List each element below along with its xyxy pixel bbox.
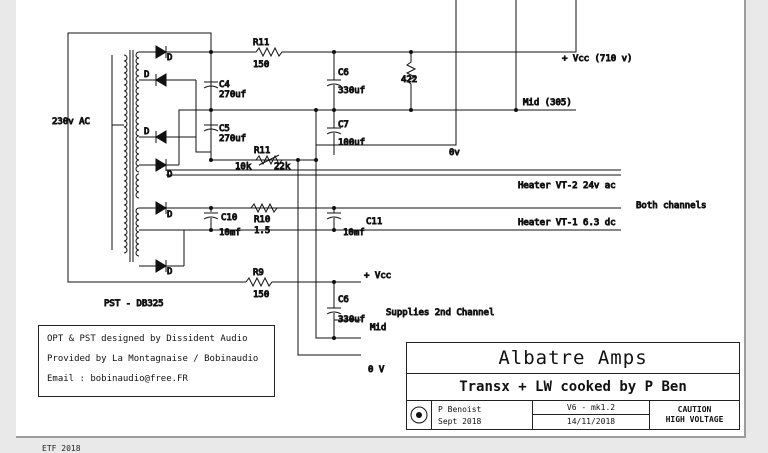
- title-block-logo-cell: [407, 401, 432, 429]
- c4-ref: C4: [219, 80, 230, 90]
- zero-v-return-wire: [315, 0, 457, 155]
- r10-ref: R10: [254, 215, 270, 225]
- capacitor-c6-bottom: [326, 282, 342, 338]
- supplies-2nd-label: Supplies 2nd Channel: [386, 308, 494, 318]
- resistor-r9: [245, 276, 361, 288]
- caution-text: CAUTION: [677, 405, 712, 414]
- r11-mid-value-a: 10k: [235, 162, 252, 172]
- author-text: P Benoist: [438, 405, 482, 414]
- c5-ref: C5: [219, 124, 230, 134]
- zero-v-label: 0 V: [368, 365, 385, 375]
- r10-value: 1.5: [254, 226, 270, 236]
- r11-mid-ref: R11: [254, 146, 270, 156]
- title-block-subtitle: Transx + LW cooked by P Ben: [407, 374, 739, 401]
- author-date-text: Sept 2018: [438, 417, 482, 426]
- footer-text: ETF 2018: [42, 444, 81, 453]
- capacitor-c5: [203, 110, 219, 152]
- mid-305-label: Mid (305): [523, 98, 572, 108]
- c6-top-value: 330uf: [338, 86, 365, 96]
- diode-6-label: D: [167, 267, 172, 277]
- c5-value: 270uf: [219, 134, 246, 144]
- capacitor-c10: [203, 212, 219, 230]
- logo-icon: [410, 406, 428, 424]
- c7-ref: C7: [338, 120, 349, 130]
- diode-1: [139, 45, 211, 59]
- title-block-caution-cell: CAUTION HIGH VOLTAGE: [650, 401, 739, 429]
- schematic-sheet: R11 150 C4 270uf C5 270uf C6 330uf C7 10…: [16, 0, 746, 438]
- title-block-author-cell: P Benoist Sept 2018: [432, 401, 533, 429]
- version-text: V6 - mk1.2: [533, 401, 649, 415]
- diode-3-label: D: [144, 127, 149, 137]
- c7-value: 100uf: [338, 138, 365, 148]
- resistor-r10: [250, 202, 278, 214]
- capacitor-c11: [326, 208, 342, 230]
- zero-v-2nd-channel-wire: [315, 110, 361, 339]
- vcc-plus-label: + Vcc: [364, 271, 391, 281]
- c11-value: 10mf: [343, 228, 365, 238]
- resistor-422: [405, 52, 417, 110]
- capacitor-c7: [326, 110, 342, 155]
- high-voltage-text: HIGH VOLTAGE: [665, 415, 724, 424]
- title-block-version-cell: V6 - mk1.2 14/11/2018: [533, 401, 650, 429]
- c6-bottom-value: 330uf: [338, 315, 365, 325]
- notes-line-2: Provided by La Montagnaise / Bobinaudio: [47, 354, 259, 364]
- notes-line-1: OPT & PST designed by Dissident Audio: [47, 334, 248, 344]
- diode-2: [139, 73, 196, 87]
- heater-vt1-label: Heater VT-1 6.3 dc: [518, 218, 616, 228]
- diode-4-label: D: [167, 170, 172, 180]
- c4-value: 270uf: [219, 90, 246, 100]
- r11-top-value: 150: [253, 60, 269, 70]
- ac-input-label: 230v AC: [52, 117, 90, 127]
- capacitor-c6-top: [326, 52, 342, 110]
- r9-value: 150: [253, 290, 269, 300]
- diode-5: [139, 201, 621, 215]
- schematic-drawing: R11 150 C4 270uf C5 270uf C6 330uf C7 10…: [52, 0, 707, 376]
- bridge-rail-lower: [195, 137, 211, 153]
- ac-line-wire: [67, 32, 212, 125]
- title-block-title: Albatre Amps: [407, 343, 739, 374]
- diode-1-label: D: [167, 53, 172, 63]
- ac-neutral-wire: [67, 125, 246, 283]
- mid-label: Mid: [370, 323, 386, 333]
- diode-3: [139, 130, 196, 144]
- diode-4: [139, 158, 179, 172]
- diode-2-label: D: [144, 70, 149, 80]
- c10-ref: C10: [221, 213, 237, 223]
- capacitor-c4: [203, 52, 219, 110]
- c11-ref: C11: [366, 217, 382, 227]
- pst-label: PST - DB325: [104, 299, 164, 309]
- notes-line-3: Email : bobinaudio@free.FR: [47, 374, 188, 384]
- r9-ref: R9: [253, 268, 264, 278]
- bridge-mid-wire: [178, 109, 211, 165]
- heater-vt2-label: Heater VT-2 24v ac: [518, 181, 616, 191]
- r11-mid-wiper: [258, 154, 280, 166]
- c6-top-ref: C6: [338, 68, 349, 78]
- hv-rail-with-r11: [211, 0, 577, 58]
- zero-v-main-wire: [297, 160, 361, 356]
- c6-bottom-ref: C6: [338, 295, 349, 305]
- both-channels-label: Both channels: [636, 201, 706, 211]
- title-block-details: P Benoist Sept 2018 V6 - mk1.2 14/11/201…: [407, 401, 739, 429]
- zero-v-small-label: 0v: [449, 148, 460, 158]
- vcc-hv-label: + Vcc (710 v): [562, 54, 632, 64]
- title-block: Albatre Amps Transx + LW cooked by P Ben…: [406, 342, 740, 430]
- transformer-primary-coil: [111, 54, 128, 254]
- r11-top-ref: R11: [253, 38, 269, 48]
- r11-mid-value-b: 22k: [274, 162, 291, 172]
- design-notes-box: OPT & PST designed by Dissident Audio Pr…: [38, 325, 275, 397]
- resistor-422-value: 422: [401, 75, 417, 85]
- diode-6: [139, 259, 184, 273]
- revision-date-text: 14/11/2018: [566, 417, 616, 426]
- transformer-secondary-coils: [135, 51, 140, 257]
- diode-5-label: D: [167, 210, 172, 220]
- junction-dots: [209, 50, 518, 340]
- c10-value: 10mf: [219, 228, 241, 238]
